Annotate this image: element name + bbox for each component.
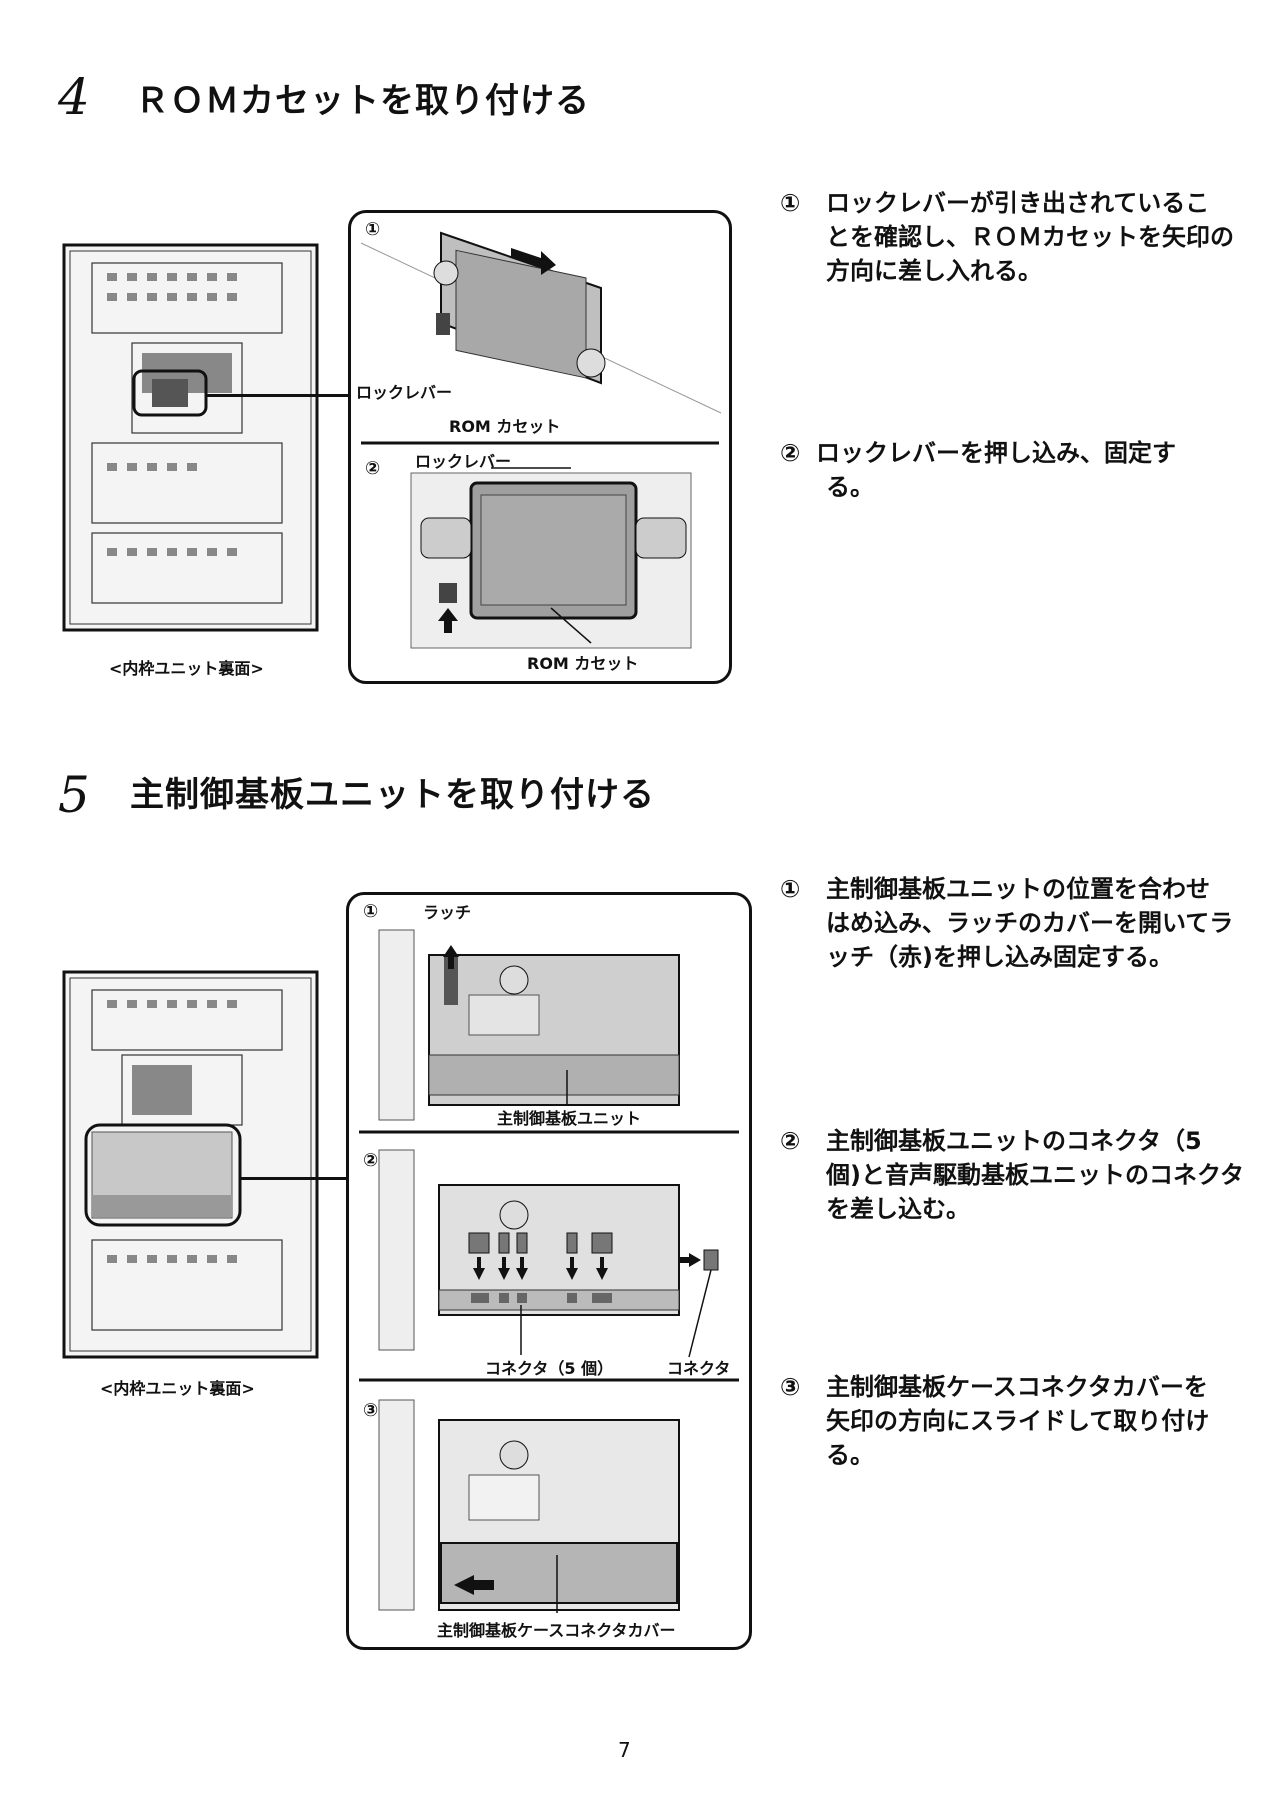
rom-cassette-label: ROM カセット	[527, 654, 639, 673]
step-item: ① ロックレバーが引き出されているこ とを確認し、ＲＯＭカセットを矢印の方向に差し…	[780, 186, 1250, 288]
section-number: 5	[58, 766, 90, 824]
step-item: ① 主制御基板ユニットの位置を合わせ はめ込み、ラッチのカバーを開いてラッチ（赤)…	[780, 872, 1250, 974]
figure-marker: ②	[363, 1150, 379, 1171]
callout-line	[240, 1177, 348, 1180]
step-text: 個)と音声駆動基板ユニットのコネクタを差し込む。	[826, 1161, 1245, 1223]
section-title: 主制御基板ユニットを取り付ける	[130, 775, 655, 815]
figure-marker: ③	[363, 1400, 379, 1421]
latch-label: ラッチ	[423, 903, 472, 922]
connector-label: コネクタ	[667, 1359, 731, 1378]
step-text: とを確認し、ＲＯＭカセットを矢印の方向に差し入れる。	[826, 223, 1234, 285]
section-title: ＲＯＭカセットを取り付ける	[135, 81, 590, 121]
lock-lever-label: ロックレバー	[415, 452, 512, 471]
step-text: 主制御基板ユニットの位置を合わせ	[826, 875, 1210, 903]
unit-caption: <内枠ユニット裏面>	[100, 1379, 255, 1398]
step-marker: ①	[780, 189, 801, 217]
lock-lever-label: ロックレバー	[356, 383, 453, 402]
rom-cassette-label: ROM カセット	[449, 417, 561, 436]
step-marker: ②	[780, 439, 801, 467]
step-text: はめ込み、ラッチのカバーを開いてラッチ（赤)を押し込み固定する。	[826, 909, 1234, 971]
callout-line	[206, 394, 348, 397]
main-board-unit-label: 主制御基板ユニット	[497, 1109, 642, 1128]
connector-cover-label: 主制御基板ケースコネクタカバー	[437, 1621, 676, 1640]
connectors-label: コネクタ（5 個）	[485, 1359, 614, 1378]
rom-figure-frame: ① ロックレバー ROM カセット ② ロックレバー ROM カセット	[348, 210, 732, 684]
figure-marker: ①	[365, 219, 381, 240]
inner-frame-unit-drawing	[62, 243, 319, 632]
step-text: ロックレバーが引き出されているこ	[826, 189, 1210, 217]
page-number: 7	[618, 1738, 631, 1762]
step-item: ② ロックレバーを押し込み、固定す る。	[780, 436, 1250, 504]
step-text: 主制御基板ユニットのコネクタ（5	[826, 1127, 1202, 1155]
step-marker: ③	[780, 1373, 801, 1401]
inner-frame-unit-drawing	[62, 970, 319, 1359]
step-text: 矢印の方向にスライドして取り付ける。	[826, 1407, 1210, 1469]
step-text: る。	[826, 473, 874, 501]
step-item: ② 主制御基板ユニットのコネクタ（5 個)と音声駆動基板ユニットのコネクタを差し込…	[780, 1124, 1250, 1226]
step-item: ③ 主制御基板ケースコネクタカバーを 矢印の方向にスライドして取り付ける。	[780, 1370, 1250, 1472]
figure-marker: ①	[363, 901, 379, 922]
unit-caption: <内枠ユニット裏面>	[109, 659, 264, 678]
figure-marker: ②	[365, 458, 381, 479]
main-board-figure-frame: ① ラッチ 主制御基板ユニット ② コネクタ（5 個） コネクタ ③ 主制御基板…	[346, 892, 752, 1650]
section-number: 4	[58, 68, 90, 126]
step-text: ロックレバーを押し込み、固定す	[816, 439, 1176, 467]
step-marker: ①	[780, 875, 801, 903]
step-marker: ②	[780, 1127, 801, 1155]
step-text: 主制御基板ケースコネクタカバーを	[826, 1373, 1208, 1401]
